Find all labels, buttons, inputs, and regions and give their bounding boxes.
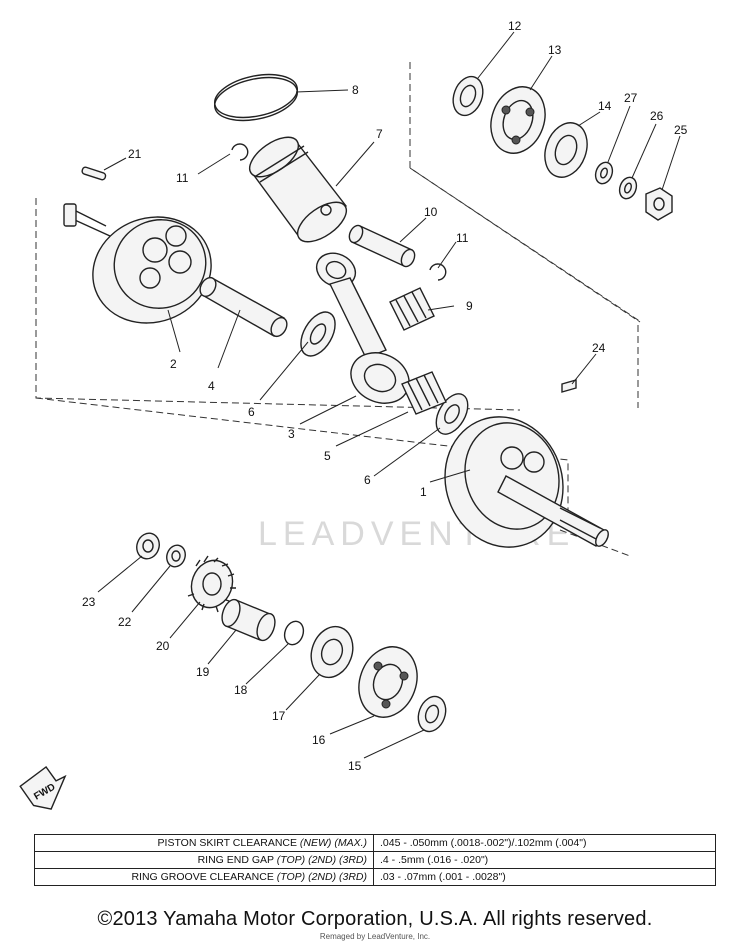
- crankshaft-exploded-diagram: LEADVENTURE: [19, 19, 688, 810]
- callout-12: 12: [508, 19, 522, 33]
- spec-row: RING GROOVE CLEARANCE (TOP) (2ND) (3RD) …: [34, 868, 716, 886]
- spacer-19: [221, 598, 276, 642]
- left-crank-wheel: [63, 203, 212, 324]
- right-crank-wheel: [444, 416, 609, 548]
- crank-pin: [199, 276, 288, 338]
- callout-21: 21: [128, 147, 142, 161]
- callout-22: 22: [118, 615, 132, 629]
- callout-24: 24: [592, 341, 606, 355]
- spec-table: PISTON SKIRT CLEARANCE (NEW) (MAX.) .045…: [34, 834, 716, 886]
- spec-row: RING END GAP (TOP) (2ND) (3RD) .4 - .5mm…: [34, 851, 716, 869]
- spec-value: .4 - .5mm (.016 - .020"): [373, 851, 716, 869]
- callout-3: 3: [288, 427, 295, 441]
- piston-pin: [348, 224, 416, 268]
- callout-11-lower: 11: [456, 231, 469, 245]
- nut-25: [645, 187, 673, 221]
- callout-2: 2: [170, 357, 177, 371]
- callout-20: 20: [156, 639, 170, 653]
- credit-line: Remaged by LeadVenture, Inc.: [319, 932, 431, 941]
- callout-26: 26: [650, 109, 664, 123]
- callout-10: 10: [424, 205, 438, 219]
- spec-row: PISTON SKIRT CLEARANCE (NEW) (MAX.) .045…: [34, 834, 716, 852]
- thrust-washer-upper: [300, 311, 336, 357]
- washer-22: [166, 544, 186, 568]
- nut-23: [136, 532, 160, 560]
- callout-14: 14: [598, 99, 612, 113]
- circlip-lower: [429, 263, 447, 281]
- callout-15: 15: [348, 759, 362, 773]
- thrust-washer-lower: [435, 393, 469, 435]
- connecting-rod: [315, 252, 410, 404]
- fwd-direction-arrow: FWD: [19, 765, 67, 810]
- callout-16: 16: [312, 733, 326, 747]
- spec-label: RING END GAP (TOP) (2ND) (3RD): [34, 851, 374, 869]
- o-ring-18: [283, 620, 305, 646]
- spec-label: RING GROOVE CLEARANCE (TOP) (2ND) (3RD): [34, 868, 374, 886]
- callout-13: 13: [548, 43, 562, 57]
- big-end-bearing: [401, 371, 447, 415]
- piston-ring: [214, 73, 298, 122]
- leader-lines: [97, 31, 681, 759]
- assembly-guide-lines: [35, 62, 641, 557]
- callout-27: 27: [624, 91, 638, 105]
- spec-value: .03 - .07mm (.001 - .0028"): [373, 868, 716, 886]
- oil-seal-14: [544, 122, 588, 178]
- callout-17: 17: [272, 709, 286, 723]
- bearing-13: [490, 86, 546, 154]
- callout-8: 8: [352, 83, 359, 97]
- woodruff-key: [81, 166, 107, 181]
- shim-15: [417, 695, 447, 733]
- callout-6-upper: 6: [248, 405, 255, 419]
- small-end-bearing: [389, 287, 435, 331]
- callout-6-lower: 6: [364, 473, 371, 487]
- shim-12: [452, 75, 484, 117]
- callout-5: 5: [324, 449, 331, 463]
- callout-1: 1: [420, 485, 427, 499]
- bearing-16: [358, 646, 418, 718]
- callout-4: 4: [208, 379, 215, 393]
- copyright-notice: ©2013 Yamaha Motor Corporation, U.S.A. A…: [97, 908, 653, 930]
- spec-value: .045 - .050mm (.0018-.002")/.102mm (.004…: [373, 834, 716, 852]
- callout-7: 7: [376, 127, 383, 141]
- callout-25: 25: [674, 123, 688, 137]
- primary-drive-gear-20: [187, 555, 236, 613]
- piston: [248, 136, 348, 243]
- oil-seal-17: [310, 625, 354, 679]
- callout-18: 18: [234, 683, 248, 697]
- callout-19: 19: [196, 665, 210, 679]
- circlip-upper: [231, 143, 249, 161]
- spec-label: PISTON SKIRT CLEARANCE (NEW) (MAX.): [34, 834, 374, 852]
- lock-washer-26: [618, 176, 638, 200]
- callout-9: 9: [466, 299, 473, 313]
- washer-27: [594, 161, 614, 185]
- callout-23: 23: [82, 595, 96, 609]
- callout-11-upper: 11: [176, 171, 189, 185]
- callout-numbers: 1 2 3 4 5 6 6 7 8 9 10 11 11 12 13 14 15…: [82, 19, 688, 773]
